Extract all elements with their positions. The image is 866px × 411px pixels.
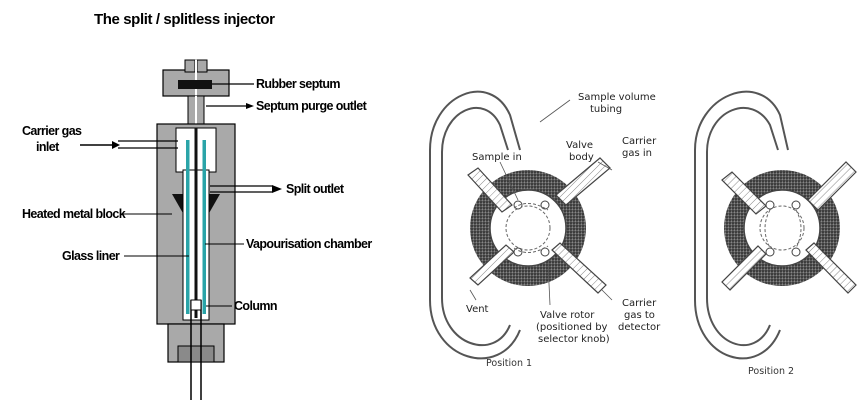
sample-loop-2-inner bbox=[706, 107, 779, 346]
label-valve-body-line1: Valve bbox=[566, 140, 593, 151]
label-valve-rotor-line3: selector knob) bbox=[538, 334, 610, 345]
label-position-2: Position 2 bbox=[748, 366, 794, 377]
label-column: Column bbox=[234, 299, 277, 313]
valve-arms-2 bbox=[721, 161, 857, 294]
label-septum-purge-outlet: Septum purge outlet bbox=[256, 99, 368, 113]
label-valve-rotor-line1: Valve rotor bbox=[540, 310, 595, 321]
label-heated-metal-block: Heated metal block bbox=[22, 207, 126, 221]
valve-arms-1 bbox=[467, 157, 611, 294]
needle bbox=[194, 128, 198, 318]
sample-loop-2-outer bbox=[694, 90, 789, 360]
label-valve-body-line2: body bbox=[569, 152, 594, 163]
needle-guide-left bbox=[184, 59, 196, 73]
valve-diagram: Sample volume tubing Sample in Valve bod… bbox=[429, 90, 857, 377]
label-position-1: Position 1 bbox=[486, 358, 532, 369]
label-split-outlet: Split outlet bbox=[286, 182, 345, 196]
label-carrier-in-line2: gas in bbox=[622, 148, 652, 159]
label-glass-liner: Glass liner bbox=[62, 249, 120, 263]
needle-guide-right bbox=[196, 59, 208, 73]
label-valve-rotor-line2: (positioned by bbox=[536, 322, 608, 333]
label-sample-in: Sample in bbox=[472, 152, 522, 163]
label-sample-volume-line1: Sample volume bbox=[578, 92, 656, 103]
label-carrier-to-line1: Carrier bbox=[622, 298, 657, 309]
glass-liner-left bbox=[186, 140, 190, 314]
label-carrier-to-line2: gas to bbox=[624, 310, 655, 321]
injector-diagram: Rubber septum Septum purge outlet Carrie… bbox=[22, 59, 373, 400]
sample-loop-1-inner bbox=[441, 107, 511, 346]
label-carrier-to-line3: detector bbox=[618, 322, 661, 333]
label-carrier-gas-inlet-line2: inlet bbox=[36, 140, 60, 154]
rubber-septum bbox=[178, 80, 212, 89]
label-carrier-in-line1: Carrier bbox=[622, 136, 657, 147]
label-rubber-septum: Rubber septum bbox=[256, 77, 340, 91]
glass-liner-right bbox=[202, 140, 206, 314]
label-vent: Vent bbox=[466, 304, 489, 315]
figure-title: The split / splitless injector bbox=[94, 11, 275, 28]
sample-loop-1-outer bbox=[429, 90, 521, 360]
label-carrier-gas-inlet-line1: Carrier gas bbox=[22, 124, 82, 138]
label-vapourisation-chamber: Vapourisation chamber bbox=[246, 237, 372, 251]
label-sample-volume-line2: tubing bbox=[590, 104, 622, 115]
